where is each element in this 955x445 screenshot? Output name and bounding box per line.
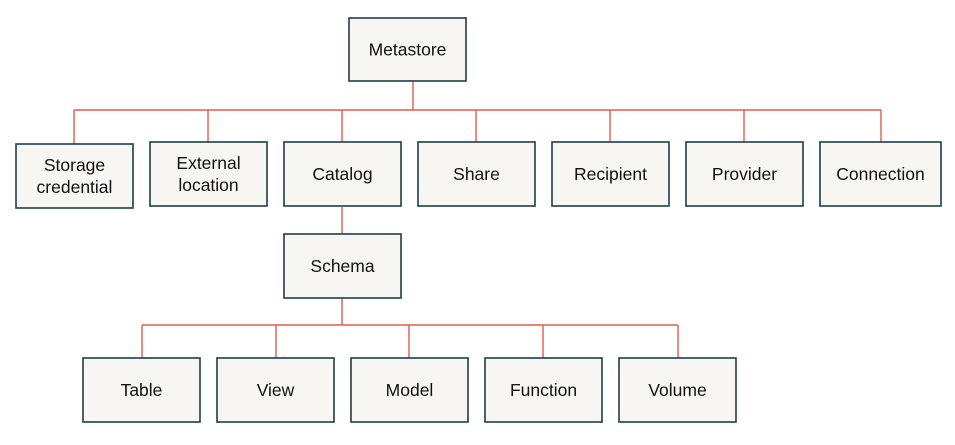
node-volume: Volume xyxy=(618,357,737,423)
node-connection-label: Connection xyxy=(836,164,925,184)
node-storage-credential-label-line2: credential xyxy=(37,177,113,197)
node-table-box xyxy=(82,357,201,423)
node-provider: Provider xyxy=(685,141,804,207)
node-share-box xyxy=(417,141,536,207)
node-function-label: Function xyxy=(510,380,577,400)
node-share-label: Share xyxy=(453,164,500,184)
node-catalog-box xyxy=(283,141,402,207)
node-schema-box xyxy=(283,233,402,299)
node-view-label: View xyxy=(257,380,295,400)
node-external-location-label-line2: location xyxy=(178,175,238,195)
node-volume-label: Volume xyxy=(648,380,706,400)
node-external-location-label-line1: External xyxy=(176,153,240,173)
node-connection: Connection xyxy=(819,141,942,207)
node-connection-box xyxy=(819,141,942,207)
node-storage-credential-box xyxy=(15,143,134,209)
node-function: Function xyxy=(484,357,603,423)
node-recipient: Recipient xyxy=(551,141,670,207)
node-metastore-box xyxy=(348,17,467,82)
node-catalog-label: Catalog xyxy=(312,164,372,184)
node-table: Table xyxy=(82,357,201,423)
node-model: Model xyxy=(350,357,469,423)
node-view-box xyxy=(216,357,335,423)
node-storage-credential-label-line1: Storage xyxy=(44,155,105,175)
node-table-label: Table xyxy=(121,380,163,400)
node-function-box xyxy=(484,357,603,423)
node-schema: Schema xyxy=(283,233,402,299)
node-provider-box xyxy=(685,141,804,207)
node-metastore-label: Metastore xyxy=(369,40,447,60)
node-catalog: Catalog xyxy=(283,141,402,207)
node-recipient-box xyxy=(551,141,670,207)
connectors xyxy=(73,81,882,358)
node-view: View xyxy=(216,357,335,423)
node-model-box xyxy=(350,357,469,423)
node-recipient-label: Recipient xyxy=(574,164,647,184)
node-external-location-box xyxy=(149,141,268,207)
node-external-location: External location xyxy=(149,141,268,207)
node-metastore: Metastore xyxy=(348,17,467,82)
node-model-label: Model xyxy=(386,380,434,400)
node-share: Share xyxy=(417,141,536,207)
node-volume-box xyxy=(618,357,737,423)
node-storage-credential: Storage credential xyxy=(15,143,134,209)
node-provider-label: Provider xyxy=(712,164,777,184)
node-schema-label: Schema xyxy=(310,256,374,276)
